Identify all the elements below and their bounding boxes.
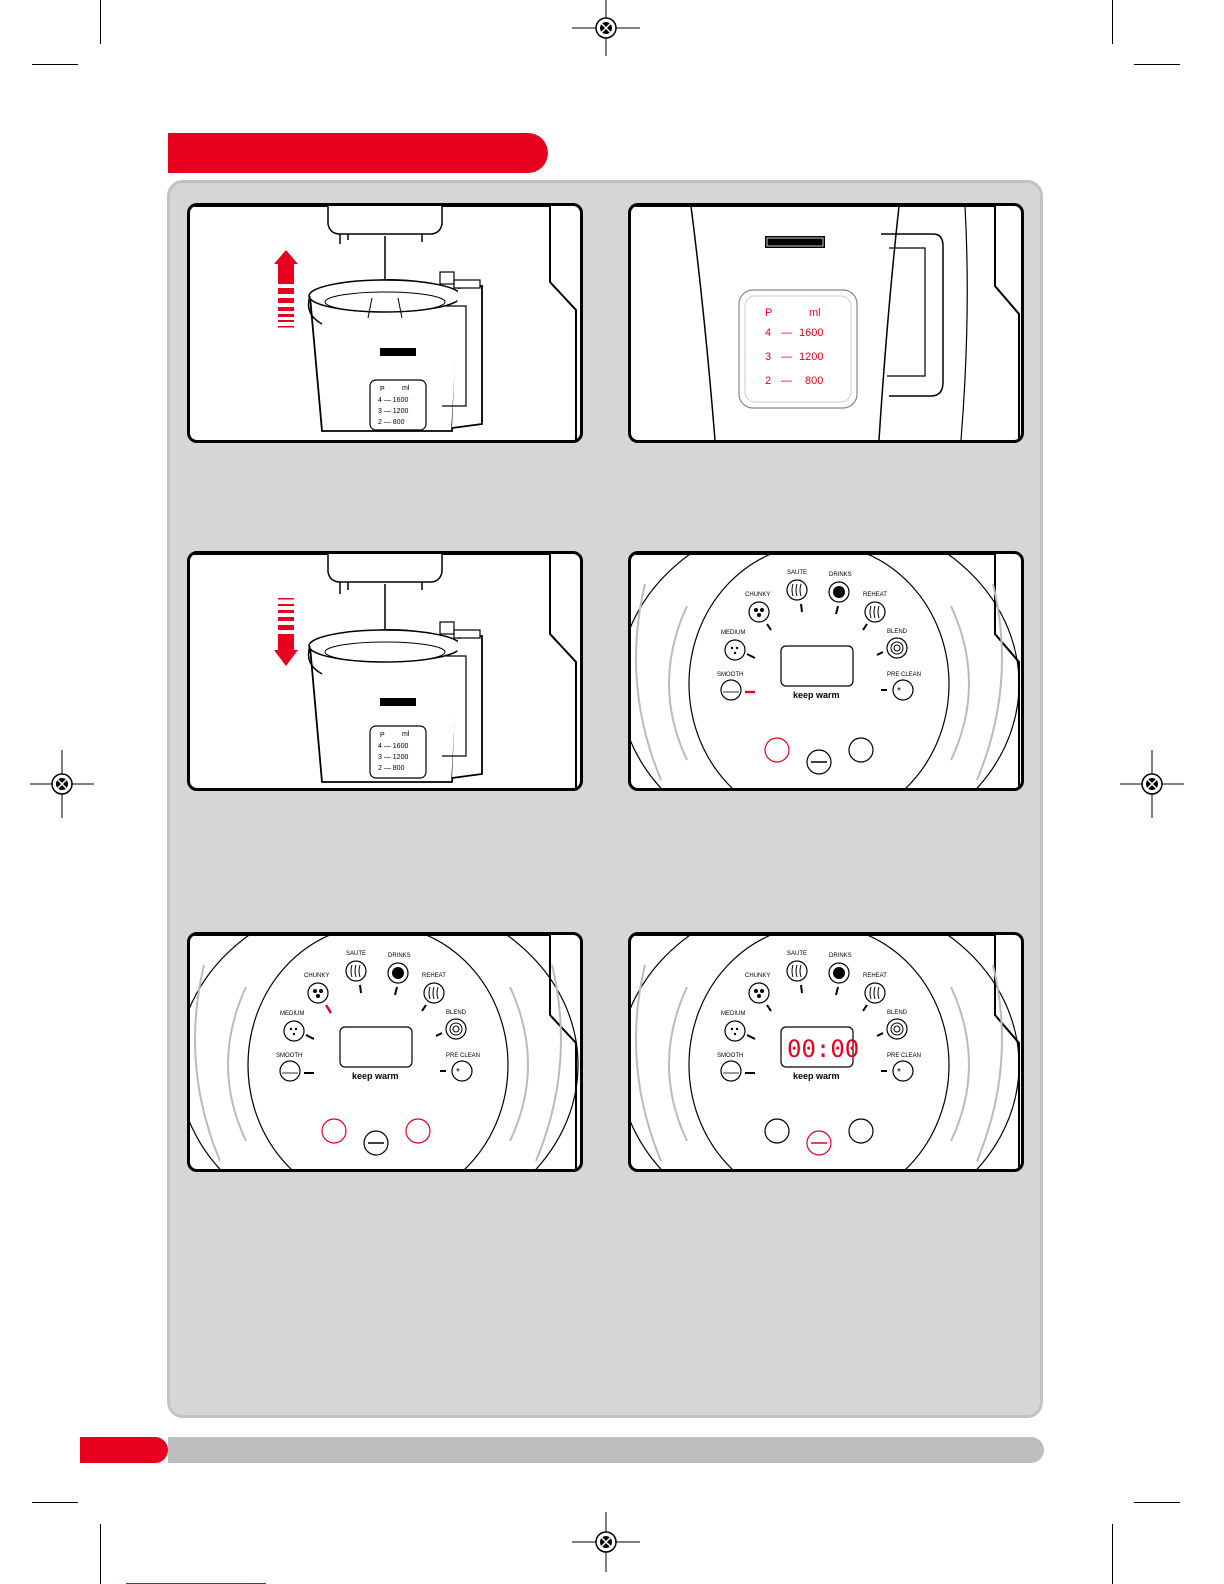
- svg-text:2 — 800: 2 — 800: [378, 765, 405, 772]
- svg-text:3 — 1200: 3 — 1200: [378, 408, 408, 415]
- program-label-chunky: CHUNKY: [745, 973, 770, 979]
- crop-mark: [32, 64, 78, 65]
- jug-window-volume: 1200: [799, 351, 823, 363]
- program-label-smooth: SMOOTH: [276, 1053, 302, 1059]
- program-label-drinks: DRINKS: [829, 572, 852, 578]
- crop-mark: [1112, 0, 1113, 44]
- jug-window-level: 3: [765, 351, 771, 363]
- illustration-jug-window: P ml 4 — 1600 3 — 1200 2 — 800: [628, 203, 1024, 443]
- illustration-control-panel-display: * SAUTE DRINKS REHEAT BLEND PRE CLEAN SM…: [628, 932, 1024, 1172]
- registration-mark-icon: [572, 1512, 640, 1572]
- program-label-drinks: DRINKS: [829, 953, 852, 959]
- program-label-pre-clean: PRE CLEAN: [446, 1053, 480, 1059]
- svg-text:P: P: [380, 732, 385, 739]
- program-label-saute: SAUTE: [346, 951, 366, 957]
- jug-window-level: 2: [765, 375, 771, 387]
- stop-button[interactable]: [848, 1118, 874, 1144]
- keep-warm-label: keep warm: [793, 1071, 840, 1081]
- jug-window-level: 4: [765, 327, 771, 339]
- program-label-saute: SAUTE: [787, 570, 807, 576]
- svg-text:4 — 1600: 4 — 1600: [378, 743, 408, 750]
- crop-mark: [32, 1502, 78, 1503]
- jug-window-header: P: [765, 307, 772, 319]
- illustration-control-panel-smooth: * SAUTE DRINKS REHEAT BLEND PRE CLEAN SM…: [628, 551, 1024, 791]
- program-label-medium: MEDIUM: [280, 1011, 304, 1017]
- stop-button[interactable]: [405, 1118, 431, 1144]
- program-label-medium: MEDIUM: [721, 630, 745, 636]
- timer-display: 00:00: [787, 1035, 859, 1063]
- program-label-pre-clean: PRE CLEAN: [887, 672, 921, 678]
- keep-warm-label: keep warm: [793, 690, 840, 700]
- crop-mark: [100, 1524, 101, 1584]
- program-label-smooth: SMOOTH: [717, 1053, 743, 1059]
- registration-mark-icon: [572, 0, 640, 56]
- program-label-saute: SAUTE: [787, 951, 807, 957]
- program-label-reheat: REHEAT: [863, 973, 887, 979]
- illustration-control-panel-chunky: * SAUTE DRINKS REHEAT BLEND PRE CLEAN SM…: [187, 932, 583, 1172]
- crop-mark: [1134, 1502, 1180, 1503]
- arrow-up-icon: [274, 250, 298, 328]
- svg-text:—: —: [781, 351, 792, 363]
- arrow-down-icon: [274, 598, 298, 666]
- stop-button[interactable]: [848, 737, 874, 763]
- program-label-drinks: DRINKS: [388, 953, 411, 959]
- jug-window-header: ml: [809, 307, 821, 319]
- program-label-blend: BLEND: [446, 1010, 467, 1016]
- program-label-blend: BLEND: [887, 629, 908, 635]
- section-header-bar: [168, 133, 548, 173]
- program-label-reheat: REHEAT: [863, 592, 887, 598]
- svg-text:2 — 800: 2 — 800: [378, 419, 405, 426]
- crop-mark: [100, 0, 101, 44]
- illustration-lower-lid: P ml 4 — 1600 3 — 1200 2 — 800: [187, 551, 583, 791]
- registration-mark-icon: [1120, 750, 1184, 818]
- keep-warm-label: keep warm: [352, 1071, 399, 1081]
- svg-text:4 — 1600: 4 — 1600: [378, 397, 408, 404]
- start-button[interactable]: [764, 1118, 790, 1144]
- program-label-medium: MEDIUM: [721, 1011, 745, 1017]
- svg-text:*: *: [897, 686, 901, 697]
- footer-bar: [168, 1437, 1044, 1463]
- svg-text:*: *: [456, 1067, 460, 1078]
- svg-text:*: *: [897, 1067, 901, 1078]
- program-label-smooth: SMOOTH: [717, 672, 743, 678]
- start-button[interactable]: [321, 1118, 347, 1144]
- program-label-reheat: REHEAT: [422, 973, 446, 979]
- start-button[interactable]: [764, 737, 790, 763]
- svg-text:—: —: [781, 327, 792, 339]
- jug-window-volume: 800: [805, 375, 823, 387]
- crop-mark: [1112, 1524, 1113, 1584]
- jug-window-label: ml: [402, 385, 410, 392]
- svg-text:3 — 1200: 3 — 1200: [378, 754, 408, 761]
- jug-window-label: P: [380, 386, 385, 393]
- crop-mark: [1134, 64, 1180, 65]
- svg-text:ml: ml: [402, 731, 410, 738]
- svg-text:—: —: [781, 375, 792, 387]
- program-label-chunky: CHUNKY: [745, 592, 770, 598]
- illustration-lift-lid: P ml 4 — 1600 3 — 1200 2 — 800: [187, 203, 583, 443]
- jug-window-volume: 1600: [799, 327, 823, 339]
- program-label-pre-clean: PRE CLEAN: [887, 1053, 921, 1059]
- footer-page-tab: [80, 1437, 168, 1463]
- program-label-blend: BLEND: [887, 1010, 908, 1016]
- registration-mark-icon: [30, 750, 94, 818]
- program-label-chunky: CHUNKY: [304, 973, 329, 979]
